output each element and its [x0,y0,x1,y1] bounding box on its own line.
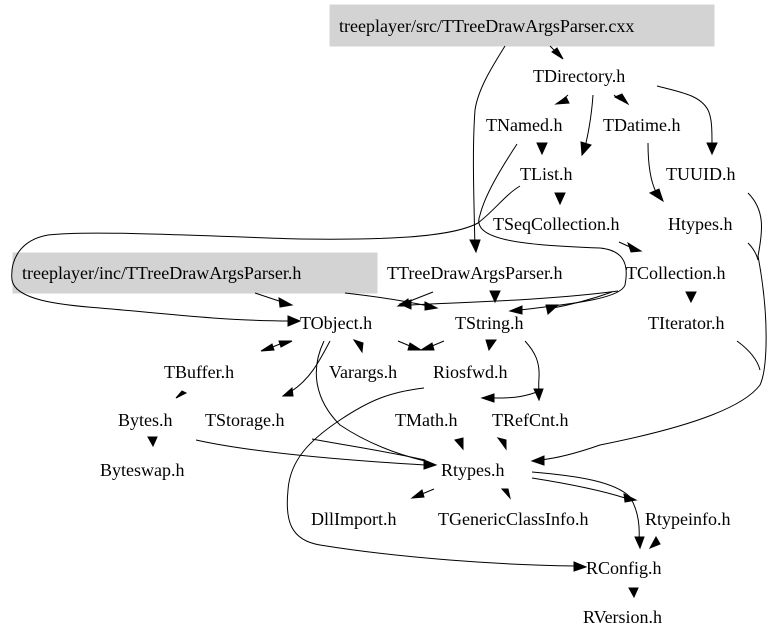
arrow-tdirectory-tdatime [613,93,630,106]
arrow-tmath-rtypes [454,437,464,451]
edge-tcollection-tobject [409,290,619,306]
node-tnamed[interactable]: TNamed.h [486,115,562,135]
edge-tdirectory-tuuid [656,85,713,146]
node-tdirectory[interactable]: TDirectory.h [533,66,625,86]
edge-tstring-tmath [492,391,538,399]
arrow-cxx-tdirectory [551,47,564,60]
arrow-bytes-byteswap [147,436,158,448]
arrow-tlist-tobject [287,315,302,327]
node-htypes[interactable]: Htypes.h [668,214,733,234]
node-box-cxx [329,4,715,47]
node-tstring[interactable]: TString.h [455,313,524,333]
arrow-inch-tobject [278,297,294,308]
arrow-inch-tstring [424,301,439,311]
arrow-tnamed-tstring [508,305,523,315]
edge-tlist-tobject [11,185,521,322]
arrow-rtypes-tgenericclassinfo [500,488,511,500]
arrow-tbuffer-tobject [278,340,293,348]
arrow-trefcnt-rtypes [496,437,507,451]
arrow-tnamed-tlist [536,142,548,156]
edge-tstring-varargs [431,340,445,347]
arrow-tstring-riosfwd [485,339,497,352]
edge-tdirectory-tlist [585,94,594,144]
node-tseqcollection[interactable]: TSeqCollection.h [493,214,619,234]
edge-inch-tobject [254,292,283,303]
arrow-tstring-varargs [419,342,435,351]
edge-tseqcollection-tcollection [618,241,631,248]
node-tbuffer[interactable]: TBuffer.h [164,362,234,382]
edge-inch-tstring [344,292,429,307]
edge-tcollection-tstring [547,291,613,310]
node-tcollection[interactable]: TCollection.h [626,263,725,283]
edge-riosfwd-rconfig [286,387,576,567]
node-bytes[interactable]: Bytes.h [118,410,173,430]
arrow-riosfwd-rconfig [573,561,588,572]
node-varargs[interactable]: Varargs.h [329,362,397,382]
arrow-rtypes-rconfig [634,536,645,550]
node-tdatime[interactable]: TDatime.h [603,115,680,135]
edges [11,45,767,599]
node-riosfwd[interactable]: Riosfwd.h [433,362,508,382]
arrow-rtypes-rtypeinfo [623,493,638,503]
arrow-tdirectory-tuuid [706,142,718,156]
edge-bytes-rtypes [195,439,426,466]
edge-cxx-ttreedrawargsparser [472,45,506,251]
arrow-tbuffer-bytes [175,390,188,399]
arrow-tobject-tstorage [281,386,294,397]
arrow-cxx-ttreedrawargsparser [469,239,481,254]
arrow-tcollection-tstring [545,304,560,315]
arrow-rtypes-dllimport [410,489,425,499]
edge-tstorage-rtypes [311,438,426,461]
edge-htypes-rtypes [747,242,759,261]
node-ttreedrawargsparser[interactable]: TTreeDrawArgsParser.h [387,263,562,283]
arrow-bytes-rtypes [423,459,438,470]
node-inch[interactable]: treeplayer/inc/TTreeDrawArgsParser.h [22,263,301,283]
node-tlist[interactable]: TList.h [520,164,573,184]
node-box-inc-h [12,252,378,294]
node-rversion[interactable]: RVersion.h [583,607,662,627]
node-cxx[interactable]: treeplayer/src/TTreeDrawArgsParser.cxx [339,16,634,36]
arrow-ttreedrawargsparser-tstring [489,290,501,304]
arrow-tcollection-titerator [685,291,697,304]
arrow-tuuid-rtypes [530,455,545,466]
edge-titerator-rtypes [736,340,761,371]
node-tuuid[interactable]: TUUID.h [666,164,736,184]
arrow-tstring-trefcnt [533,388,544,402]
arrow-rtypeinfo-rconfig [648,535,661,549]
arrow-tobject-tbuffer [260,343,275,352]
arrow-tobject-riosfwd [407,342,423,351]
edge-rtypes-rconfig [531,471,640,541]
node-rconfig[interactable]: RConfig.h [586,558,662,578]
arrow-tseqcollection-tcollection [627,241,643,253]
arrow-tcollection-tobject [398,299,412,310]
edge-tobject-tstorage [289,340,331,393]
edge-tobject-riosfwd [397,340,411,347]
edge-tobject-rtypes [315,340,426,462]
node-rtypes[interactable]: Rtypes.h [441,460,505,480]
arrow-tdirectory-tlist [580,141,592,157]
edge-tdatime-htypes [647,142,657,193]
arrow-tdirectory-tnamed [554,96,570,105]
edge-rtypes-dllimport [421,488,435,495]
edge-tnamed-tobject [478,143,627,311]
node-tmath[interactable]: TMath.h [395,410,458,430]
node-trefcnt[interactable]: TRefCnt.h [492,410,569,430]
node-rtypeinfo[interactable]: Rtypeinfo.h [645,509,731,529]
node-tgenericclassinfo[interactable]: TGenericClassInfo.h [438,509,588,529]
node-titerator[interactable]: TIterator.h [648,313,724,333]
node-byteswap[interactable]: Byteswap.h [100,460,185,480]
arrow-rconfig-rversion [628,587,639,599]
arrow-tlist-tseqcollection [554,192,566,206]
edge-tuuid-rtypes [539,192,767,461]
node-tstorage[interactable]: TStorage.h [205,410,284,430]
arrow-tobject-varargs [352,339,364,354]
arrow-tdatime-htypes [648,188,664,203]
node-dllimport[interactable]: DllImport.h [311,509,397,529]
edge-rtypes-rtypeinfo [531,477,626,499]
node-tobject[interactable]: TObject.h [300,313,372,333]
arrow-tstring-tmath [480,393,495,403]
nodes: treeplayer/src/TTreeDrawArgsParser.cxx T… [22,16,736,627]
